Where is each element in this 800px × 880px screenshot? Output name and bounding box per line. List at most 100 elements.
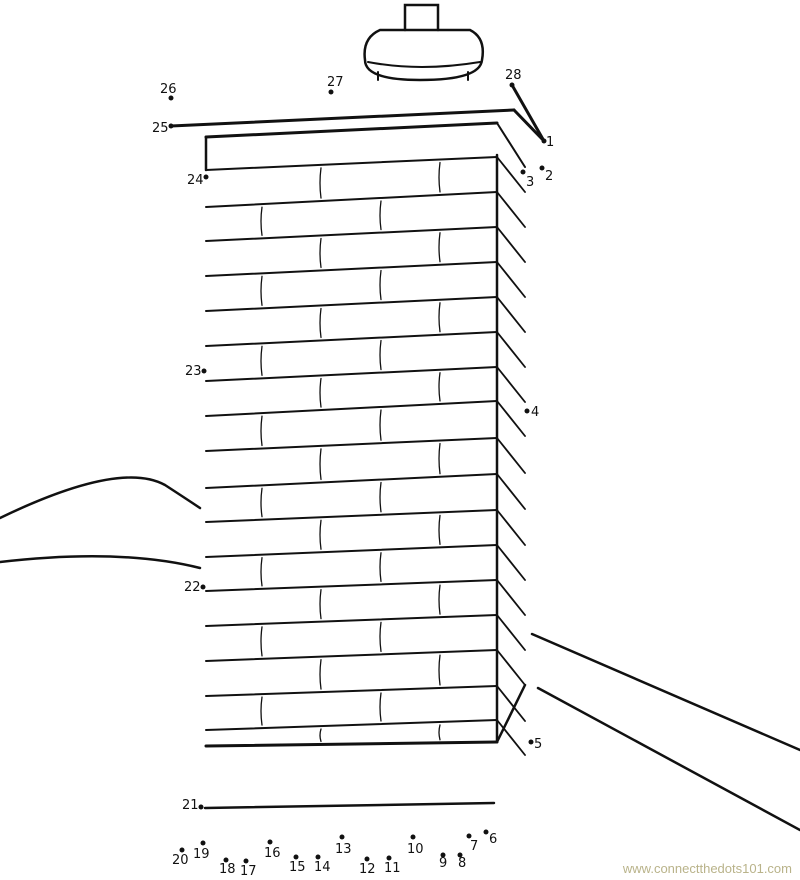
side-brick-line (496, 614, 526, 651)
dot-2: 2 (539, 165, 553, 184)
cap-right-edge (512, 108, 546, 143)
side-brick-line (496, 331, 526, 368)
dot-19: 19 (193, 840, 210, 862)
dot-marker (364, 856, 370, 862)
dot-11: 11 (384, 855, 401, 876)
brick-joint (438, 161, 441, 193)
dot-22: 22 (184, 580, 206, 595)
dot-label: 21 (182, 798, 199, 813)
brick-row-line (205, 331, 498, 347)
dot-17: 17 (240, 858, 257, 879)
brick-row-line (205, 261, 498, 277)
brick-joint (319, 589, 322, 620)
side-brick-line (496, 649, 526, 686)
brick-row-line (205, 544, 498, 558)
brick-joint (319, 237, 322, 269)
brick-row-line (205, 719, 498, 731)
brick-joint (438, 514, 441, 546)
brick-row-line (204, 740, 499, 748)
brick-row-line (205, 296, 498, 312)
dot-18: 18 (219, 857, 236, 877)
dot-5: 5 (528, 737, 542, 752)
dot-label: 2 (545, 169, 553, 184)
side-brick-line (496, 226, 526, 263)
brick-joint (319, 659, 322, 690)
dot-marker (339, 834, 345, 840)
dot-marker (541, 138, 547, 144)
roof-line-lower (536, 686, 800, 832)
brick-joint (379, 200, 382, 231)
dot-label: 23 (185, 364, 202, 379)
dot-25: 25 (152, 121, 174, 136)
dot-marker (200, 840, 206, 846)
side-brick-line (496, 579, 526, 616)
brick-row-line (205, 649, 498, 662)
dot-label: 11 (384, 861, 401, 876)
brick-joint (379, 621, 382, 653)
dot-14: 14 (314, 854, 331, 875)
dot-marker (201, 368, 207, 374)
side-brick-line (496, 261, 526, 298)
dot-label: 9 (439, 856, 447, 871)
brick-joint (438, 232, 441, 263)
side-brick-line (496, 400, 526, 437)
dot-marker (198, 804, 204, 810)
brick-joint (379, 339, 382, 371)
dot-4: 4 (524, 405, 539, 420)
dot-20: 20 (172, 847, 189, 868)
brick-row-line (205, 437, 498, 452)
dot-marker (243, 858, 249, 864)
dot-marker (466, 833, 472, 839)
side-brick-line (496, 509, 526, 546)
dot-label: 19 (193, 847, 210, 862)
brick-joint (438, 724, 441, 741)
dot-1: 1 (541, 135, 554, 150)
brick-joint (319, 448, 322, 481)
dot-marker (528, 739, 534, 745)
hill-left-lower (0, 554, 202, 570)
hill-left-upper (0, 476, 202, 520)
side-brick-line (496, 544, 526, 581)
dot-24: 24 (187, 173, 209, 188)
dot-marker (267, 839, 273, 845)
brick-row-line (205, 509, 498, 523)
side-brick-line (496, 437, 526, 474)
brick-row-line (205, 614, 498, 627)
brick-row-line (205, 473, 498, 489)
dot-marker (410, 834, 416, 840)
brick-row-line (205, 226, 498, 242)
brick-joint (379, 552, 382, 583)
dot-26: 26 (160, 82, 177, 101)
dot-label: 25 (152, 121, 169, 136)
brick-joint (438, 442, 441, 475)
dot-label: 17 (240, 864, 257, 879)
dot-marker (293, 854, 299, 860)
dot-label: 18 (219, 862, 236, 877)
side-brick-line (496, 719, 526, 756)
dot-12: 12 (359, 856, 376, 877)
dot-marker (440, 852, 446, 858)
dot-label: 22 (184, 580, 201, 595)
dot-marker (520, 169, 526, 175)
dot-marker (509, 82, 515, 88)
brick-joint (319, 377, 322, 408)
brick-joint (438, 584, 441, 615)
dot-label: 26 (160, 82, 177, 97)
dot-28: 28 (505, 68, 522, 88)
dot-marker (315, 854, 321, 860)
cap-inner-edge (204, 121, 499, 139)
brick-joint (379, 481, 382, 513)
dot-label: 6 (489, 832, 497, 847)
brick-row-line (205, 400, 498, 417)
dot-label: 15 (289, 860, 306, 875)
dot-label: 24 (187, 173, 204, 188)
brick-joint (260, 696, 263, 726)
dot-15: 15 (289, 854, 306, 875)
brick-joint (379, 692, 382, 722)
dot-marker (483, 829, 489, 835)
dot-7: 7 (466, 833, 478, 854)
dot-marker (223, 857, 229, 863)
brick-joint (438, 372, 441, 402)
dot-23: 23 (185, 364, 207, 379)
dot-3: 3 (520, 169, 534, 190)
